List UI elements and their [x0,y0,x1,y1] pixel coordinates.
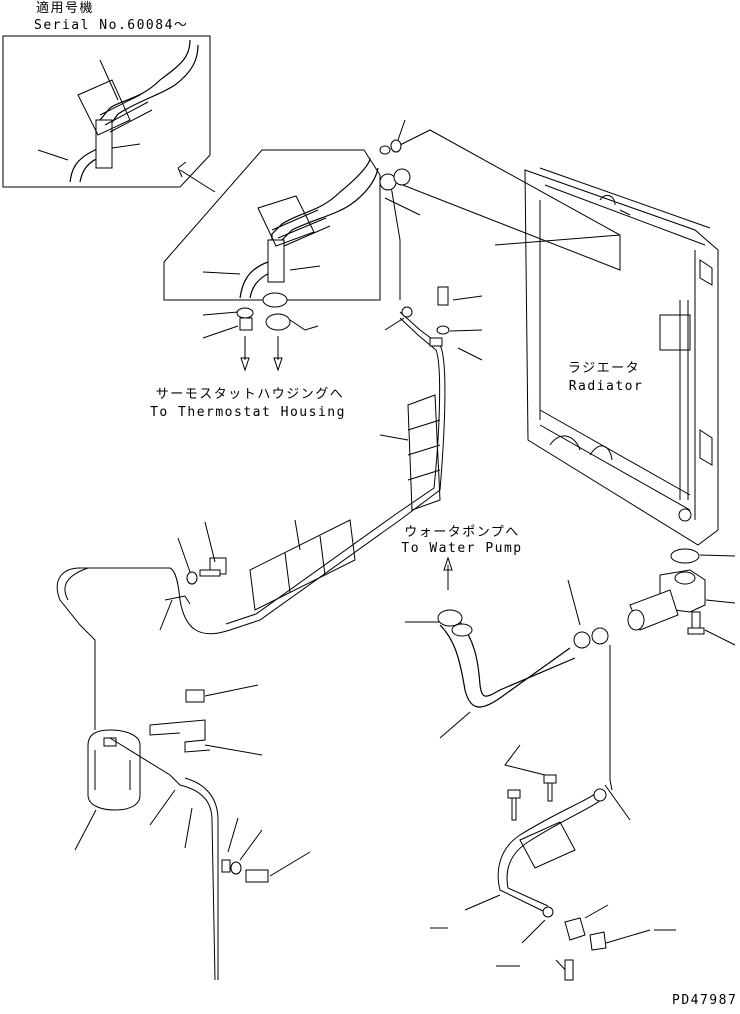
water-pump-label-jp: ウォータポンプへ [404,525,520,540]
inset-pointer-arrow [177,161,216,193]
radiator-label-en: Radiator [568,379,644,394]
applicable-machine-label: 適用号機 [36,1,95,16]
pipe-bracket-bolts [159,521,227,631]
serial-number-label: Serial No.60084〜 [34,18,189,33]
overflow-pipe-upper [379,119,621,300]
reservoir-tank [74,729,219,981]
vent-pipe [56,306,446,730]
drawing-code: PD47987 [672,993,738,1008]
thermostat-label-en: To Thermostat Housing [150,405,346,420]
water-pump-hose [405,556,609,739]
vent-pipe-clamps [249,286,483,611]
radiator-outlet-fitting [604,548,736,821]
thermostat-clamps [202,292,319,372]
drain-assembly [430,744,676,981]
radiator-label-jp: ラジエータ [567,361,641,376]
thermostat-label-jp: サーモスタットハウジングへ [155,387,345,402]
water-pump-label-en: To Water Pump [401,541,523,556]
serial-inset-detail [2,35,211,188]
radiator [524,167,719,546]
tank-mount-bolt [221,817,311,883]
tank-bracket [149,684,263,756]
hose-detail-box [163,149,381,301]
